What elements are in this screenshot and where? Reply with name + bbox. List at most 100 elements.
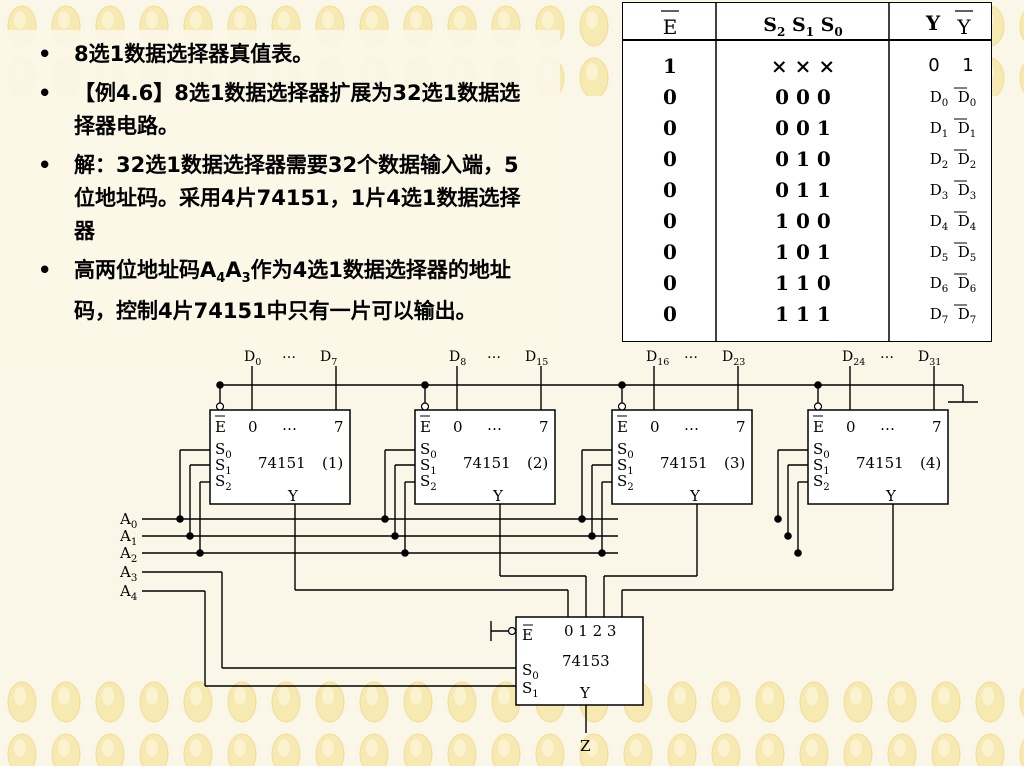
header-y: Y: [925, 11, 941, 35]
cell-select: 1 1 1: [775, 302, 831, 326]
pin-enable: E: [215, 418, 226, 436]
data-input-label-high: D15: [525, 349, 548, 368]
cell-ybar: D1: [958, 119, 977, 140]
mux-pin-s0: S0: [522, 661, 539, 682]
chip-name: 74151: [856, 454, 904, 472]
data-input-dots: …: [684, 346, 698, 362]
data-input-label-high: D23: [722, 349, 745, 368]
junction-dot: [176, 515, 184, 523]
junction-dot: [618, 381, 626, 389]
header-ybar: Y: [956, 15, 971, 39]
bullet-truth-table: 8选1数据选择器真值表。: [36, 38, 536, 71]
junction-dot: [391, 532, 399, 540]
cell-e: 0: [663, 147, 677, 171]
pin-d7: 7: [932, 418, 942, 436]
junction-dot: [421, 381, 429, 389]
pin-s1: S1: [813, 456, 830, 477]
data-input-dots: …: [880, 346, 894, 362]
cell-ybar: D6: [958, 274, 977, 295]
chip-number: (3): [724, 454, 745, 472]
pin-s0: S0: [420, 440, 437, 461]
chip-name: 74151: [660, 454, 708, 472]
cell-y: D7: [930, 305, 949, 326]
chip-name: 74151: [258, 454, 306, 472]
pin-d0: 0: [846, 418, 856, 436]
data-input-dots: …: [282, 346, 296, 362]
bullet-solution: 解：32选1数据选择器需要32个数据输入端，5位地址码。采用4片74151，1片…: [36, 149, 536, 248]
pin-d7: 7: [334, 418, 344, 436]
junction-dot: [401, 549, 409, 557]
pin-s2: S2: [420, 472, 437, 493]
cell-ybar: D2: [958, 150, 977, 171]
pin-dots: …: [684, 416, 699, 434]
inversion-bubble: [420, 402, 430, 411]
chip-body: [209, 409, 351, 505]
pin-s1: S1: [420, 456, 437, 477]
pin-dots: …: [487, 416, 502, 434]
junction-dot: [186, 532, 194, 540]
data-input-label-low: D24: [842, 349, 865, 368]
data-input-label-high: D7: [320, 349, 337, 368]
pin-enable: E: [420, 418, 431, 436]
junction-dot: [794, 549, 802, 557]
inversion-bubble: [813, 402, 823, 411]
data-input-label-low: D16: [646, 349, 669, 368]
pin-s2: S2: [215, 472, 232, 493]
address-label-a1: A1: [119, 527, 137, 548]
chip-body: [414, 409, 556, 505]
truth-row: 0 0 0 1 D1 D1: [663, 116, 976, 140]
mux-body: [515, 616, 644, 706]
pin-y: Y: [689, 487, 701, 505]
chip-name: 74151: [463, 454, 511, 472]
cell-y: D1: [930, 119, 949, 140]
junction-dot: [196, 549, 204, 557]
header-e: E: [663, 15, 678, 39]
cell-ybar: D4: [958, 212, 977, 233]
pin-dots: …: [282, 416, 297, 434]
inversion-bubble: [617, 402, 627, 411]
junction-dot: [578, 515, 586, 523]
cell-e: 0: [663, 302, 677, 326]
cell-y: D6: [930, 274, 949, 295]
cell-y: D0: [930, 88, 949, 109]
cell-e: 0: [663, 209, 677, 233]
cell-select: 0 0 1: [775, 116, 831, 140]
cell-ybar: D5: [958, 243, 977, 264]
mux-inputs: 0 1 2 3: [564, 622, 616, 640]
pin-dots: …: [880, 416, 895, 434]
cell-select: 1 0 0: [775, 209, 831, 233]
pin-s0: S0: [215, 440, 232, 461]
pin-s2: S2: [617, 472, 634, 493]
data-input-label-low: D8: [449, 349, 466, 368]
data-input-label-low: D0: [244, 349, 261, 368]
cell-e: 0: [663, 116, 677, 140]
pin-enable: E: [813, 418, 824, 436]
pin-s2: S2: [813, 472, 830, 493]
cell-ybar: D7: [958, 305, 977, 326]
inversion-bubble: [507, 626, 517, 636]
cell-select: 0 1 0: [775, 147, 831, 171]
bubble-band-bottom: [0, 676, 1024, 766]
pin-y: Y: [885, 487, 897, 505]
cell-ybar: D0: [958, 88, 977, 109]
header-select: S2 S1 S0: [763, 14, 843, 39]
pin-s1: S1: [617, 456, 634, 477]
junction-dot: [588, 532, 596, 540]
mux-name: 74153: [562, 652, 610, 670]
bullet-list: 8选1数据选择器真值表。 【例4.6】8选1数据选择器扩展为32选1数据选择器电…: [36, 38, 536, 334]
data-input-dots: …: [487, 346, 501, 362]
junction-dot: [381, 515, 389, 523]
chip-body: [611, 409, 753, 505]
data-input-label-high: D31: [918, 349, 941, 368]
